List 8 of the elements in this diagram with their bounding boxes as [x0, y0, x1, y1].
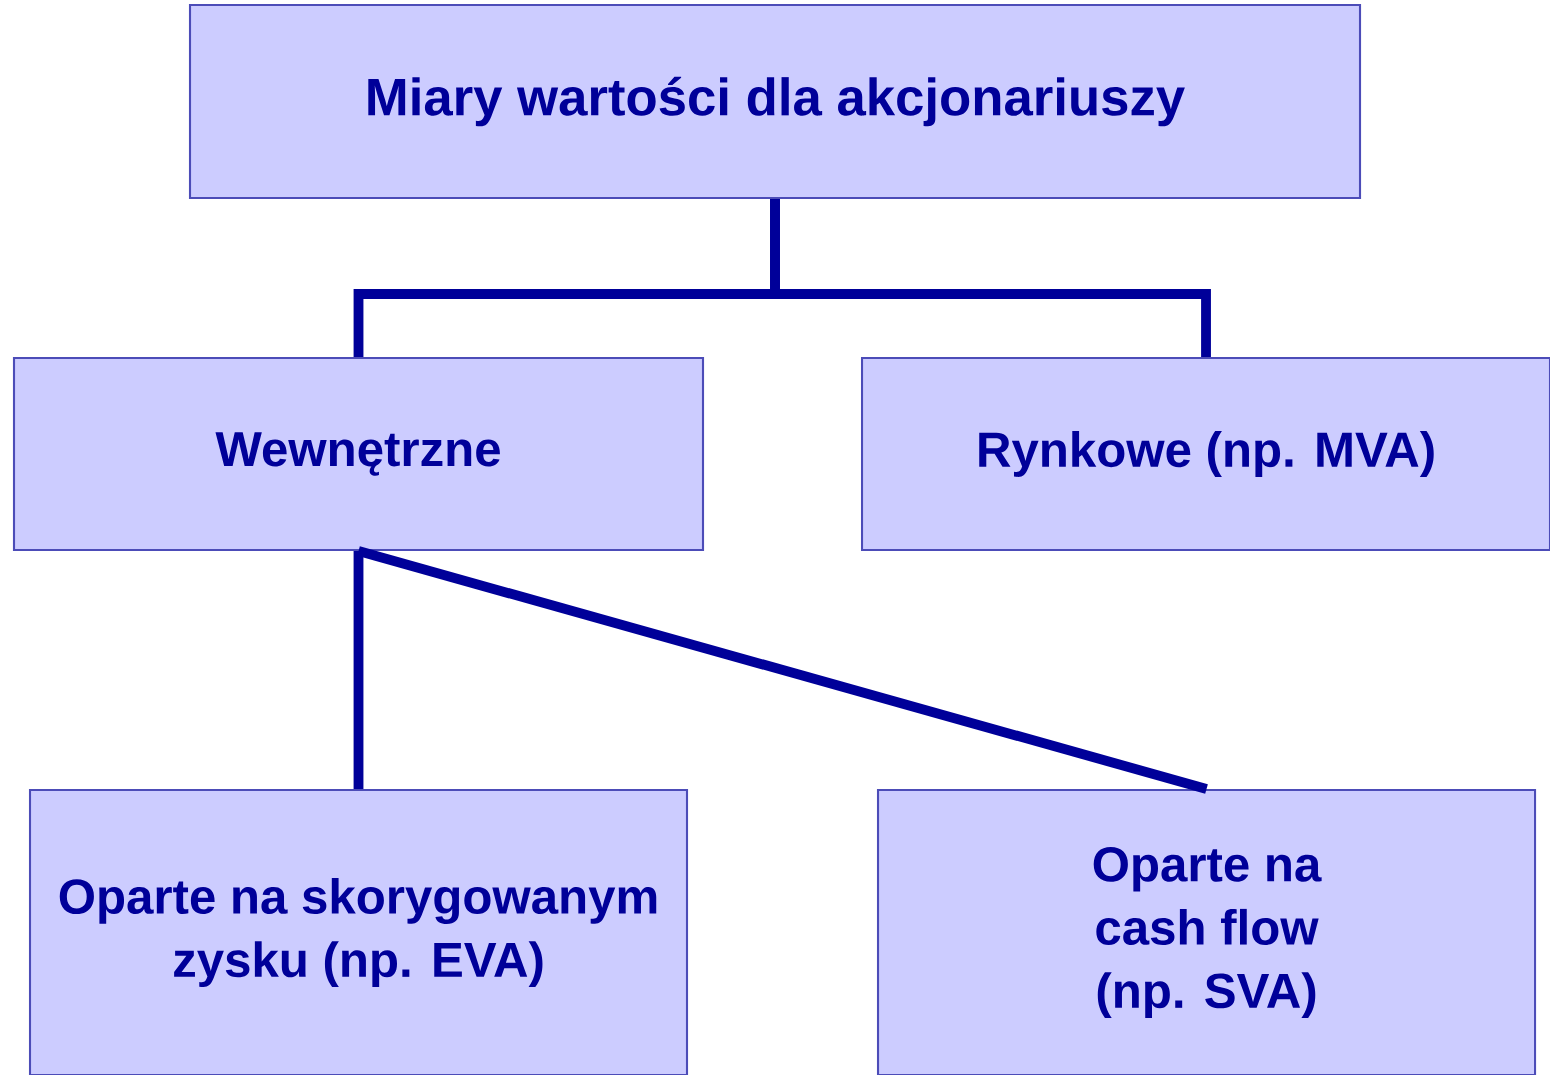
connector-line: [357, 546, 1208, 794]
connector-line: [770, 199, 1211, 357]
text-box: Rynkowe (np. MVA): [860, 356, 1550, 552]
text-box: Wewnętrzne: [12, 356, 705, 552]
text-box: Oparte na skorygowanym zysku (np. EVA): [28, 788, 689, 1075]
text-box: Oparte na cash flow (np. SVA): [876, 788, 1537, 1075]
connector-line: [353, 551, 364, 789]
text-box: Miary wartości dla akcjonariuszy: [188, 3, 1362, 200]
